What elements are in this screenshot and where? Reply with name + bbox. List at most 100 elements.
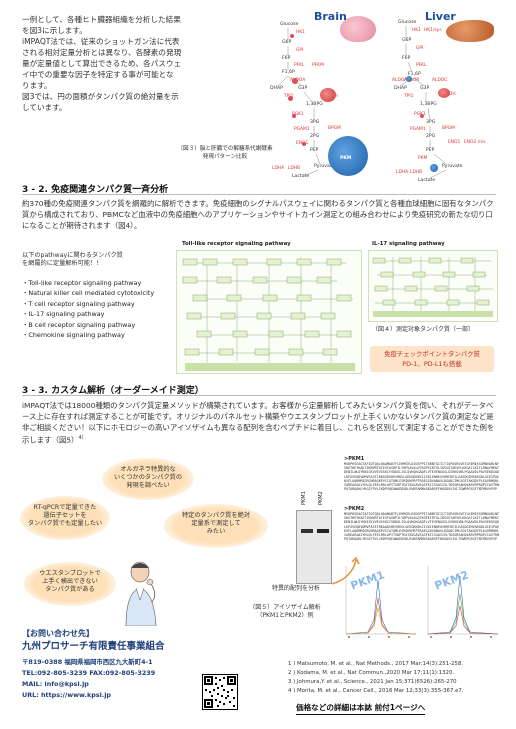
intro-line: ります。 bbox=[22, 81, 52, 90]
brain-enzyme-ldha: LDHA bbox=[272, 166, 285, 171]
section3-heading: 3 - 3. カスタム解析（オーダーメイド測定） bbox=[22, 386, 204, 396]
fig3-caption: （図３）脳と肝臓での解糖系代謝酵素 発現パターン比較 bbox=[160, 146, 290, 161]
liver-enzyme-tpi1: TPI1 bbox=[404, 94, 414, 99]
brain-node-f16p: F1,6P bbox=[282, 70, 295, 75]
liver-enzyme-aldob: ALDOB bbox=[404, 78, 420, 83]
liver-ldh-blob bbox=[430, 164, 438, 172]
brain-pkm-blob bbox=[328, 136, 368, 176]
western-blot-image bbox=[296, 510, 332, 584]
liver-enzyme-bpgm: BPGM bbox=[442, 126, 455, 131]
liver-enzyme-hk1: HK1 bbox=[412, 28, 421, 33]
liver-illustration bbox=[446, 20, 494, 42]
liver-node-2pg: 2PG bbox=[426, 134, 436, 139]
brain-node-pyruvate: Pyruvate bbox=[314, 164, 335, 169]
brain-enzyme-pgam1: PGAM1 bbox=[294, 127, 310, 132]
need-cloud-organelle-text: オルガネラ特異的な いくつかのタンパク質の 発現を調べたい bbox=[113, 466, 183, 489]
section2-heading: 3 - 2. 免疫関連タンパク質一斉分析 bbox=[22, 185, 169, 195]
liver-enzyme-pkm: PKM bbox=[418, 156, 428, 161]
list-intro-line: を網羅的に定量解析可能！！ bbox=[22, 260, 103, 267]
liver-enzyme-ldhb: LDHB bbox=[410, 170, 423, 175]
intro-line: iMPAQT法では、従来のショットガン法に代表 bbox=[22, 37, 180, 46]
liver-node-f6p: F6P bbox=[402, 56, 411, 61]
section3-ref-mark: 4） bbox=[78, 435, 87, 441]
contact-mail[interactable]: MAIL: info@kpsl.jp bbox=[22, 680, 89, 688]
fig4-caption: （図４）測定対象タンパク質（一部） bbox=[372, 326, 475, 333]
pathway-item: ・IL-17 signaling pathway bbox=[22, 310, 105, 319]
liver-node-3pg: 3PG bbox=[426, 120, 436, 125]
liver-abundance-dot bbox=[420, 114, 424, 118]
qr-code-icon bbox=[204, 676, 236, 708]
checkpoint-line: PD-1、PD-L1も搭載 bbox=[402, 360, 462, 368]
intro-line: される相対定量分析とは異なり、各酵素の発現 bbox=[22, 48, 182, 57]
arrow-to-chart-icon bbox=[331, 556, 360, 585]
il17-pathway-map bbox=[368, 250, 498, 322]
contact-address: 〒819-0388 福岡県福岡市西区九大新町4-1 bbox=[22, 658, 153, 666]
liver-node-f16p: F1,6P bbox=[408, 72, 421, 77]
tlr-pathway-map bbox=[176, 250, 362, 374]
need-cloud-western bbox=[24, 562, 116, 606]
pathway-item: ・Toll-like receptor signaling pathway bbox=[22, 279, 142, 287]
liver-enzyme-pfkl: PFKL bbox=[416, 63, 427, 68]
reference-item: 2 ) Kodama, M. et al., Nat Commun.,2020 … bbox=[288, 670, 455, 676]
qr-code[interactable] bbox=[202, 674, 238, 710]
contact-block: 【お問い合わせ先】 九州プロサーチ有限責任事業組合 〒819-0388 福岡県福… bbox=[22, 628, 262, 701]
seq2-title: >PKM2 bbox=[344, 506, 365, 512]
liver-node-dhap: DHAP bbox=[394, 86, 407, 91]
blot-band bbox=[301, 529, 313, 533]
brain-enzyme-pfkm: PFKM bbox=[312, 63, 324, 68]
liver-enzyme-pgk1: PGK1 bbox=[414, 112, 426, 117]
fig3-caption-line: （図３）脳と肝臓での解糖系代謝酵素 bbox=[177, 146, 273, 152]
fig3-pathway-lines bbox=[277, 26, 447, 179]
brain-enzyme-gpi: GPI bbox=[296, 48, 304, 53]
liver-enzyme-aldoc: ALDOC bbox=[432, 78, 448, 83]
fig5-caption: （図５）アイソザイム解析 （PKM1とPKM2）例 bbox=[230, 604, 340, 619]
section2-heading-rule bbox=[22, 194, 496, 195]
brain-node-g3p: G3P bbox=[298, 86, 308, 91]
brain-abundance-dot bbox=[292, 114, 296, 118]
reference-item: 3 ) Johmura,Y. et al., Science., 2021 Ja… bbox=[288, 679, 457, 685]
il17-pathway-diagram bbox=[372, 257, 493, 317]
fig5-caption-line: （PKM1とPKM2）例 bbox=[256, 611, 314, 619]
liver-enzyme-ldha: LDHA bbox=[396, 170, 409, 175]
brain-enzyme-pfkl: PFKL bbox=[294, 63, 305, 68]
pathway-item: ・B cell receptor signaling pathway bbox=[22, 320, 136, 329]
brain-abundance-dot bbox=[290, 34, 294, 38]
thinking-person-illustration bbox=[118, 558, 168, 627]
need-cloud-absolute bbox=[164, 504, 268, 548]
contact-url[interactable]: URL: https://www.kpsl.jp bbox=[22, 691, 111, 699]
intro-line: を図3に示します。 bbox=[22, 26, 87, 35]
brain-enzyme-pgk1: PGK1 bbox=[292, 112, 304, 117]
seq1-text: MSKPHSEAGTAFIQTQQLHAAMADTFLEHMCRLDIDSPPI… bbox=[344, 462, 500, 492]
need-cloud-western-text: ウエスタンブロットで 上手く検出できない タンパク質がある bbox=[39, 570, 101, 593]
checkpoint-line: 免疫チェックポイントタンパク質 bbox=[384, 350, 480, 358]
brain-node-glucose: Glucose bbox=[280, 22, 299, 27]
intro-line: 量が定量値として算出できるため、各パスウェ bbox=[22, 59, 182, 68]
brain-enzyme-bpgm: BPGM bbox=[328, 126, 341, 131]
liver-gapdh-blob bbox=[438, 88, 450, 98]
brain-node-2pg: 2PG bbox=[310, 134, 320, 139]
tlr-map-title: Toll-like receptor signaling pathway bbox=[182, 241, 291, 247]
chromatogram-svg bbox=[345, 566, 499, 638]
liver-node-g3p: G3P bbox=[420, 86, 430, 91]
specific-seq-label: 特異的配列を分析 bbox=[272, 585, 321, 592]
blot-label-pkm1: PKM1 bbox=[301, 491, 307, 505]
liver-enzyme-eno1: ENO1 bbox=[448, 140, 461, 145]
liver-enzyme-aldoa: ALDOA bbox=[392, 78, 408, 83]
brain-title: Brain bbox=[314, 10, 347, 23]
liver-enzyme-hk1sys: HK1/sys bbox=[424, 28, 442, 33]
brain-pkm-label: PKM bbox=[340, 156, 352, 161]
section2-body: 約370種の免疫関連タンパク質を網羅的に解析できます。免疫細胞のシグナルパスウェ… bbox=[22, 199, 494, 230]
pathway-item: ・Chemokine signaling pathway bbox=[22, 331, 125, 340]
section3-heading-rule bbox=[22, 395, 496, 396]
intro-line: しています。 bbox=[22, 103, 67, 112]
contact-company: 九州プロサーチ有限責任事業組合 bbox=[22, 641, 165, 652]
fig3-glycolysis-figure: Brain Liver Glucose G6P F6P F1,6P DHAP G… bbox=[270, 6, 506, 190]
intro-line: 一例として、各種ヒト臓器組織を分析した結果 bbox=[22, 15, 181, 24]
brain-node-dhap: DHAP bbox=[270, 86, 283, 91]
contact-heading: 【お問い合わせ先】 bbox=[22, 629, 94, 638]
intro-line: イ中での重要な因子を特定する事が可能とな bbox=[22, 70, 174, 79]
liver-enzyme-gpi: GPI bbox=[416, 46, 424, 51]
brain-node-13bpg: 1,3BPG bbox=[306, 102, 323, 107]
brain-node-f6p: F6P bbox=[282, 56, 291, 61]
seq1-title: >PKM1 bbox=[344, 456, 365, 462]
